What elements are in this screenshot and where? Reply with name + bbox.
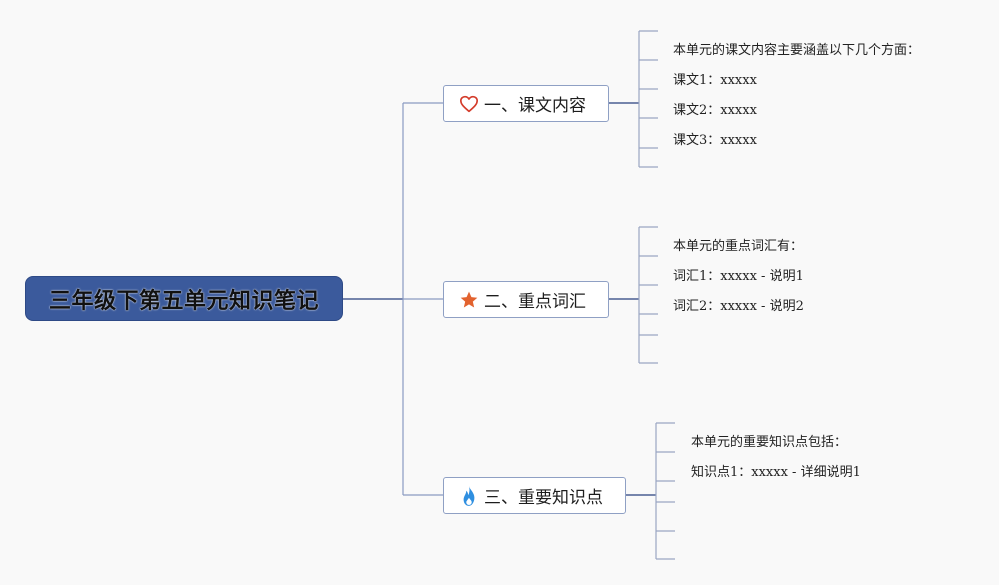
branch-topic-label: 三、重要知识点 <box>484 488 603 508</box>
branch-topic-text-content[interactable]: 一、课文内容 <box>443 85 609 122</box>
flame-icon <box>458 485 480 507</box>
leaf-topic[interactable]: 课文3：xxxxx <box>673 133 757 148</box>
leaf-topic[interactable]: 本单元的重点词汇有： <box>673 239 804 254</box>
branch-topic-key-points[interactable]: 三、重要知识点 <box>443 477 626 514</box>
star-icon <box>458 289 480 311</box>
branch-topic-label: 一、课文内容 <box>484 96 586 116</box>
branch-topic-label: 二、重点词汇 <box>484 292 586 312</box>
root-topic[interactable]: 三年级下第五单元知识笔记 <box>25 276 343 321</box>
root-topic-title: 三年级下第五单元知识笔记 <box>48 288 319 314</box>
leaf-topic[interactable]: 课文2：xxxxx <box>673 103 757 118</box>
leaf-topic[interactable]: 词汇1：xxxxx - 说明1 <box>673 269 804 284</box>
leaf-topic[interactable]: 本单元的课文内容主要涵盖以下几个方面： <box>673 43 921 58</box>
leaf-topic[interactable]: 知识点1：xxxxx - 详细说明1 <box>691 465 861 480</box>
leaf-topic[interactable]: 课文1：xxxxx <box>673 73 757 88</box>
leaf-topic[interactable]: 词汇2：xxxxx - 说明2 <box>673 299 804 314</box>
heart-outline-icon <box>458 93 480 115</box>
leaf-topic[interactable]: 本单元的重要知识点包括： <box>691 435 848 450</box>
branch-topic-key-vocabulary[interactable]: 二、重点词汇 <box>443 281 609 318</box>
